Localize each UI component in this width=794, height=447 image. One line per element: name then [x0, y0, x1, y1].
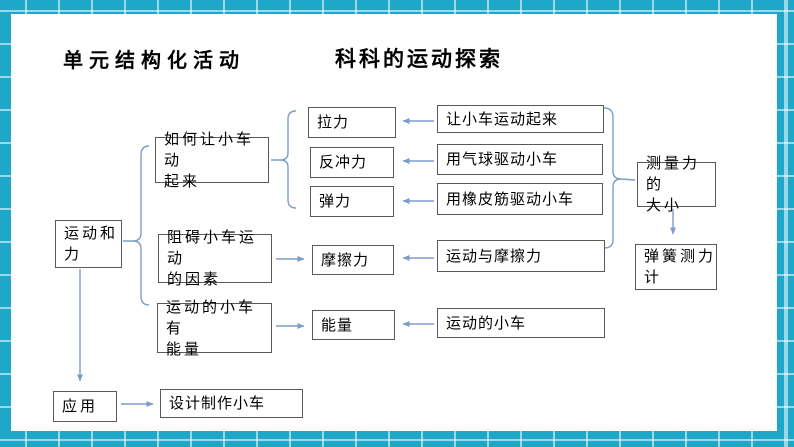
- node-elastic-force: 弹力: [310, 186, 394, 217]
- node-how-to-move-cart: 如何让小车动 起来: [155, 130, 269, 190]
- slide-content-area: [11, 14, 777, 431]
- node-measure-force: 测量力的 大小: [637, 154, 716, 214]
- node-rubberband-drive-cart: 用橡皮筋驱动小车: [437, 183, 603, 215]
- page-title: 科科的运动探索: [335, 46, 503, 71]
- node-application: 应用: [53, 391, 117, 422]
- node-balloon-drive-cart: 用气球驱动小车: [437, 144, 603, 175]
- node-recoil-force: 反冲力: [310, 147, 394, 178]
- node-moving-cart: 运动的小车: [437, 308, 605, 338]
- node-pulling-force: 拉力: [308, 107, 396, 138]
- node-hinder-factors: 阻碍小车运动 的因素: [158, 228, 272, 288]
- node-design-make-cart: 设计制作小车: [160, 389, 303, 418]
- node-make-cart-move: 让小车运动起来: [437, 105, 604, 133]
- node-motion-and-force: 运动和 力: [55, 220, 122, 268]
- node-motion-and-friction: 运动与摩擦力: [437, 240, 605, 272]
- unit-activity-subtitle: 单元结构化活动: [63, 48, 245, 72]
- node-spring-scale: 弹簧测力 计: [635, 244, 717, 290]
- node-friction: 摩擦力: [312, 245, 394, 275]
- node-energy: 能量: [312, 310, 395, 340]
- node-cart-has-energy: 运动的小车有 能量: [157, 298, 272, 358]
